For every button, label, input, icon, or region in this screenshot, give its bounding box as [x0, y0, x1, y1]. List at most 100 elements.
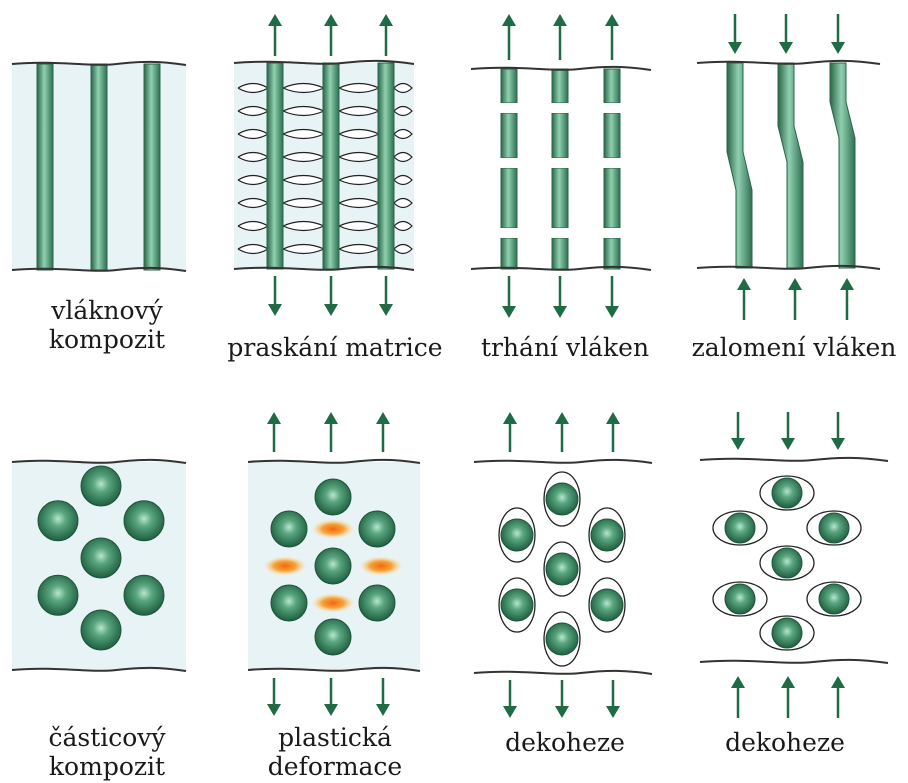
fiber-break-gap: [603, 103, 621, 113]
panel-debonding-tension: [474, 412, 652, 718]
fiber: [552, 168, 568, 228]
particle: [819, 513, 849, 543]
arrow-up-icon: [376, 412, 390, 424]
arrow-up-icon: [379, 14, 393, 26]
label-fiber-composite-line2: kompozit: [22, 325, 192, 354]
particle: [772, 618, 802, 648]
arrow-up-icon: [840, 278, 854, 290]
particle: [81, 610, 121, 650]
kinked-fiber: [727, 63, 752, 268]
fiber-break-gap: [500, 228, 518, 238]
particle: [546, 483, 578, 515]
arrow-up-icon: [788, 278, 802, 290]
fiber: [323, 63, 339, 269]
particle: [315, 548, 351, 584]
fiber-break-gap: [500, 103, 518, 113]
fiber-break-gap: [551, 103, 569, 113]
arrow-up-icon: [831, 676, 845, 688]
label-particle-composite-line2: kompozit: [22, 752, 192, 781]
kinked-fiber: [830, 63, 855, 268]
particle: [124, 575, 164, 615]
particle: [81, 466, 121, 506]
fiber: [604, 69, 620, 103]
label-particle-composite: částicový kompozit: [22, 723, 192, 781]
arrow-up-icon: [555, 412, 569, 424]
particle: [772, 548, 802, 578]
fiber: [501, 69, 517, 103]
arrow-up-icon: [502, 14, 516, 26]
arrow-down-icon: [376, 704, 390, 716]
label-fiber-breaking: trhání vláken: [470, 333, 660, 362]
boundary-top: [474, 460, 652, 463]
particle: [591, 519, 623, 551]
arrow-down-icon: [779, 42, 793, 54]
label-debonding-compression: dekoheze: [700, 728, 870, 757]
panel-matrix-cracking: [234, 14, 414, 316]
plastic-zone: [311, 519, 355, 539]
arrow-down-icon: [503, 706, 517, 718]
fiber: [378, 63, 394, 269]
arrow-down-icon: [502, 306, 516, 318]
fiber-break-gap: [551, 228, 569, 238]
fiber: [552, 113, 568, 158]
arrow-up-icon: [324, 14, 338, 26]
boundary-top: [697, 61, 880, 64]
fiber: [144, 64, 160, 270]
boundary-bottom: [474, 671, 652, 674]
fiber: [37, 64, 53, 270]
particle: [772, 478, 802, 508]
arrow-down-icon: [267, 704, 281, 716]
particle: [124, 501, 164, 541]
particle: [725, 584, 755, 614]
arrow-up-icon: [737, 278, 751, 290]
arrow-up-icon: [267, 412, 281, 424]
boundary-bottom: [700, 660, 888, 663]
plastic-zone: [263, 556, 307, 576]
label-particle-composite-line1: částicový: [22, 723, 192, 752]
arrow-up-icon: [324, 412, 338, 424]
arrow-down-icon: [379, 304, 393, 316]
arrow-down-icon: [606, 706, 620, 718]
arrow-down-icon: [731, 438, 745, 450]
arrow-up-icon: [731, 676, 745, 688]
label-plastic-deformation: plastická deformace: [250, 723, 420, 781]
arrow-down-icon: [553, 306, 567, 318]
arrow-down-icon: [555, 706, 569, 718]
particle: [315, 619, 351, 655]
arrow-up-icon: [605, 14, 619, 26]
fiber-break-gap: [603, 158, 621, 168]
particle: [501, 519, 533, 551]
particle: [359, 585, 395, 621]
particle: [315, 479, 351, 515]
fiber: [501, 168, 517, 228]
fiber: [604, 238, 620, 269]
fiber-break-gap: [551, 158, 569, 168]
fiber: [501, 113, 517, 158]
label-fiber-kinking: zalomení vláken: [684, 333, 904, 362]
particle: [359, 511, 395, 547]
particle: [546, 623, 578, 655]
fiber-break-gap: [603, 228, 621, 238]
fiber: [552, 238, 568, 269]
arrow-down-icon: [324, 304, 338, 316]
panel-fiber-composite: [12, 62, 186, 271]
fiber: [552, 69, 568, 103]
arrow-up-icon: [268, 14, 282, 26]
panel-particle-composite: [12, 460, 186, 671]
arrow-down-icon: [324, 704, 338, 716]
label-fiber-composite-line1: vláknový: [22, 296, 192, 325]
fiber: [91, 64, 107, 270]
arrow-down-icon: [831, 42, 845, 54]
panel-plastic-deformation: [248, 412, 420, 716]
label-fiber-composite: vláknový kompozit: [22, 296, 192, 354]
label-plastic-deformation-line1: plastická: [250, 723, 420, 752]
panel-fiber-breaking: [471, 14, 651, 318]
plastic-zone: [359, 556, 403, 576]
particle: [725, 513, 755, 543]
fiber: [267, 63, 283, 269]
plastic-zone: [311, 593, 355, 613]
arrow-up-icon: [553, 14, 567, 26]
arrow-down-icon: [781, 438, 795, 450]
particle: [38, 501, 78, 541]
